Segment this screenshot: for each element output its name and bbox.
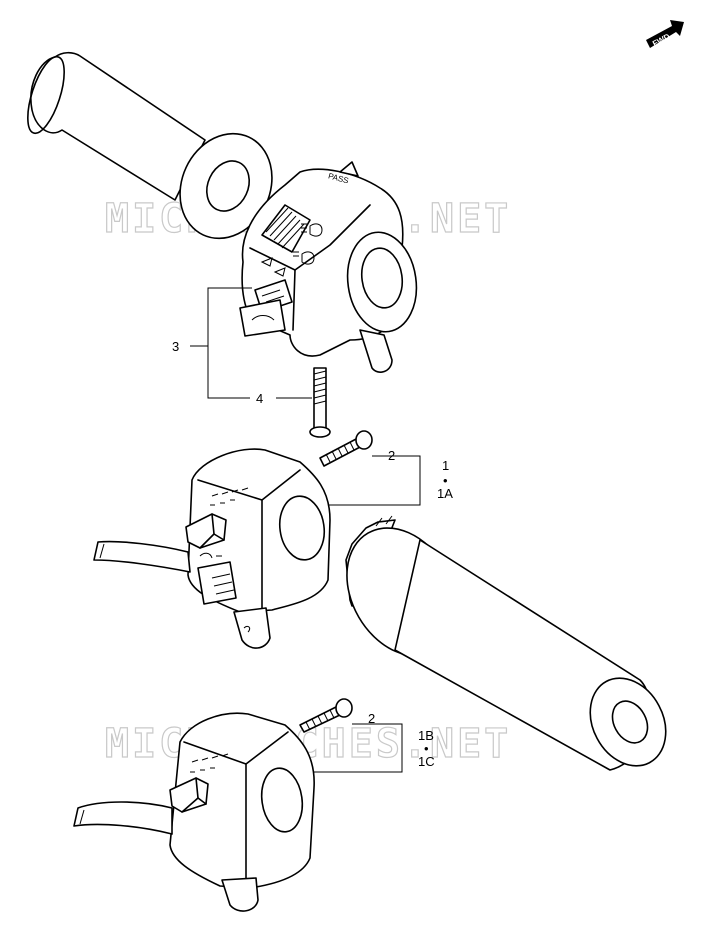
callout-2-lower: 2 [368,711,375,726]
callout-4: 4 [256,391,263,406]
callout-1B: 1B [418,728,434,743]
upper-switch-housing: PASS [239,161,418,373]
callout-2-upper: 2 [388,448,395,463]
middle-switch-housing [93,448,331,649]
callout-1A: 1A [437,486,453,501]
bracket-1 [325,455,421,506]
callout-1C: 1C [418,754,435,769]
screw-2-lower [299,698,353,733]
fwd-arrow-icon: FWD [646,20,684,48]
callout-dot-2: • [424,741,429,756]
left-grip-top [27,51,273,240]
callout-dot-1: • [443,473,448,488]
callout-3: 3 [172,339,179,354]
bracket-1b [312,723,403,773]
callout-1: 1 [442,458,449,473]
screw-2-upper [319,430,373,467]
bracket-3 [190,287,312,399]
lower-switch-housing [73,712,315,912]
right-grip [345,515,667,771]
screw-4 [309,367,331,438]
